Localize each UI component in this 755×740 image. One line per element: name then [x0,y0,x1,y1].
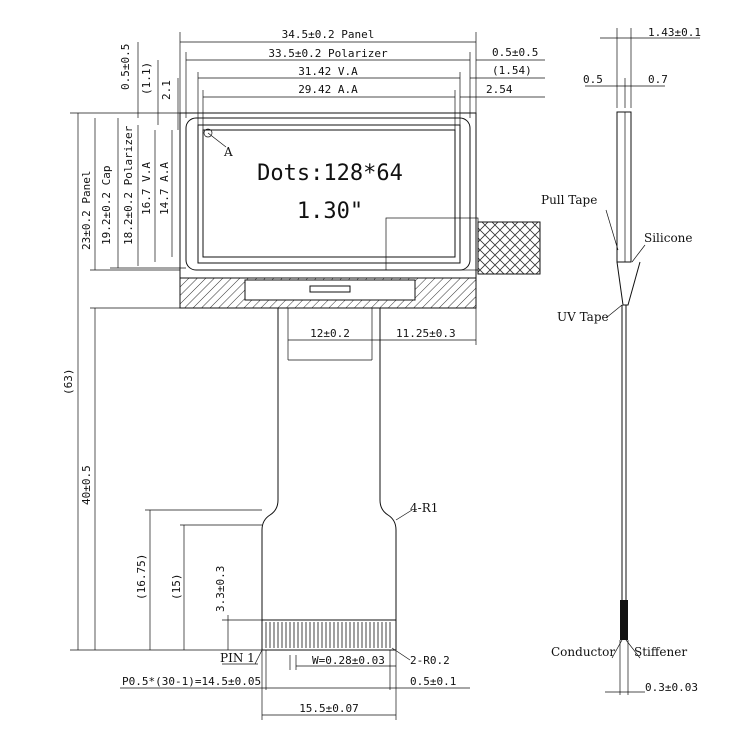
dim-panel-height: 23±0.2 Panel [80,171,93,250]
dim-1675: (16.75) [135,554,148,600]
silicone-label: Silicone [644,231,693,245]
side-dim-03: 0.3±0.03 [645,681,698,694]
side-dim-143: 1.43±0.1 [648,26,701,39]
contact-fingers [265,622,391,648]
dim-va-height: 16.7 V.A [140,162,153,215]
display-line-2: 1.30" [297,199,363,224]
dim-33: 3.3±0.3 [214,566,227,612]
fpc-outline [261,308,397,651]
dim-left-05: 0.5±0.5 [119,44,132,90]
side-view [585,28,700,695]
fpc-crosshatch [477,221,541,275]
dim-pitch: P0.5*(30-1)=14.5±0.05 [122,675,261,688]
panel-outline [179,112,477,279]
dim-left-21: 2.1 [160,80,173,100]
label-a: A [223,145,233,159]
dim-va-width: 31.42 V.A [298,65,358,78]
dim-40: 40±0.5 [80,465,93,505]
dim-aa-width: 29.42 A.A [298,83,358,96]
corner-mark [203,128,213,138]
side-dim-05: 0.5 [583,73,603,86]
side-dim-07: 0.7 [648,73,668,86]
dim-right-154: (1.54) [492,64,532,77]
stiffener-label: Stiffener [634,645,687,659]
dim-2-r02: 2-R0.2 [410,654,450,667]
dim-aa-height: 14.7 A.A [158,162,171,215]
dim-cap-height: 19.2±0.2 Cap [100,166,113,245]
dim-polarizer-height: 18.2±0.2 Polarizer [122,125,135,245]
dim-fpc-155: 15.5±0.07 [299,702,359,715]
pull-tape-label: Pull Tape [541,193,597,207]
dim-fpc-1125: 11.25±0.3 [396,327,456,340]
dim-right-254: 2.54 [486,83,513,96]
dim-left-11: (1.1) [140,62,153,95]
display-line-1: Dots:128*64 [257,161,403,186]
pin1-label: PIN 1 [220,651,255,665]
dim-4-r1: 4-R1 [410,501,438,515]
dim-fpc-12: 12±0.2 [310,327,350,340]
conductor-label: Conductor [551,645,615,659]
dim-panel-width: 34.5±0.2 Panel [282,28,375,41]
dim-right-05: 0.5±0.5 [492,46,538,59]
dim-63: (63) [62,369,75,396]
dim-fpc-05: 0.5±0.1 [410,675,456,688]
dim-15: (15) [170,574,183,601]
dim-w-028: W=0.28±0.03 [312,654,385,667]
dim-polarizer-width: 33.5±0.2 Polarizer [268,47,388,60]
uv-tape-label: UV Tape [557,310,609,324]
